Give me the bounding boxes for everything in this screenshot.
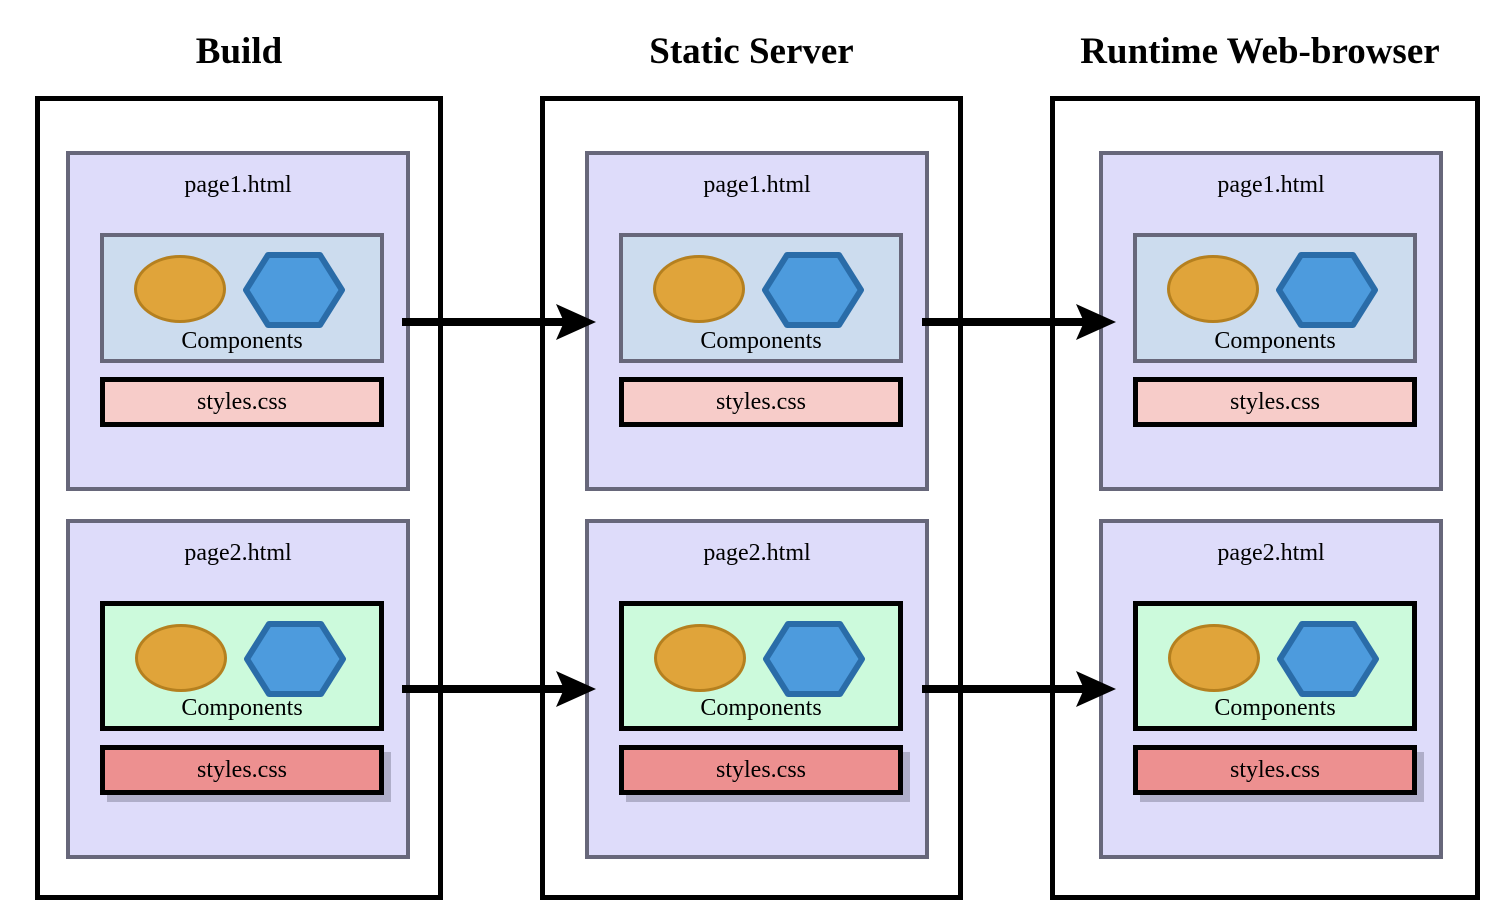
components-label-build-page1: Components	[181, 328, 303, 354]
stylesheet-label-static-server-page1: styles.css	[716, 389, 806, 415]
components-box-runtime-web-browser-page2[interactable]: Components	[1133, 601, 1417, 731]
component-hexagon-icon	[762, 252, 864, 328]
component-ellipse-icon	[135, 624, 227, 692]
component-hexagon-icon	[1276, 252, 1378, 328]
component-hexagon-icon	[763, 621, 865, 697]
flow-arrow-build-to-server-page2	[402, 671, 596, 707]
page-label-build-page1: page1.html	[184, 172, 292, 198]
stylesheet-label-static-server-page2: styles.css	[716, 757, 806, 783]
page-box-static-server-page1[interactable]: page1.html Components styles.css	[585, 151, 929, 491]
components-label-build-page2: Components	[181, 695, 303, 721]
component-ellipse-icon	[1167, 255, 1259, 323]
stylesheet-box-static-server-page1[interactable]: styles.css	[619, 377, 903, 427]
stylesheet-box-static-server-page2[interactable]: styles.css	[619, 745, 903, 795]
components-box-static-server-page2[interactable]: Components	[619, 601, 903, 731]
stage-container-runtime-web-browser: page1.html Components styles.css page2.h…	[1050, 96, 1480, 900]
component-hexagon-icon	[1277, 621, 1379, 697]
page-label-static-server-page2: page2.html	[703, 540, 811, 566]
components-box-build-page2[interactable]: Components	[100, 601, 384, 731]
components-label-static-server-page1: Components	[700, 328, 822, 354]
flow-arrow-server-to-browser-page2	[922, 671, 1116, 707]
page-box-build-page2[interactable]: page2.html Components styles.css	[66, 519, 410, 859]
page-box-build-page1[interactable]: page1.html Components styles.css	[66, 151, 410, 491]
stylesheet-label-runtime-web-browser-page1: styles.css	[1230, 389, 1320, 415]
stylesheet-box-build-page2[interactable]: styles.css	[100, 745, 384, 795]
stylesheet-label-runtime-web-browser-page2: styles.css	[1230, 757, 1320, 783]
component-ellipse-icon	[1168, 624, 1260, 692]
component-hexagon-icon	[243, 252, 345, 328]
page-label-build-page2: page2.html	[184, 540, 292, 566]
stylesheet-box-runtime-web-browser-page1[interactable]: styles.css	[1133, 377, 1417, 427]
flow-arrow-server-to-browser-page1	[922, 304, 1116, 340]
components-box-static-server-page1[interactable]: Components	[619, 233, 903, 363]
stage-container-static-server: page1.html Components styles.css page2.h…	[540, 96, 963, 900]
stylesheet-box-runtime-web-browser-page2[interactable]: styles.css	[1133, 745, 1417, 795]
components-label-static-server-page2: Components	[700, 695, 822, 721]
page-box-runtime-web-browser-page1[interactable]: page1.html Components styles.css	[1099, 151, 1443, 491]
page-box-runtime-web-browser-page2[interactable]: page2.html Components styles.css	[1099, 519, 1443, 859]
stylesheet-label-build-page2: styles.css	[197, 757, 287, 783]
stylesheet-box-build-page1[interactable]: styles.css	[100, 377, 384, 427]
component-hexagon-icon	[244, 621, 346, 697]
components-box-runtime-web-browser-page1[interactable]: Components	[1133, 233, 1417, 363]
stage-title-runtime-web-browser: Runtime Web-browser	[1080, 31, 1440, 72]
page-label-runtime-web-browser-page2: page2.html	[1217, 540, 1325, 566]
component-ellipse-icon	[654, 624, 746, 692]
component-ellipse-icon	[653, 255, 745, 323]
flow-arrow-build-to-server-page1	[402, 304, 596, 340]
components-box-build-page1[interactable]: Components	[100, 233, 384, 363]
page-label-runtime-web-browser-page1: page1.html	[1217, 172, 1325, 198]
stage-container-build: page1.html Components styles.css page2.h…	[35, 96, 443, 900]
stylesheet-label-build-page1: styles.css	[197, 389, 287, 415]
stage-title-static-server: Static Server	[649, 31, 854, 72]
component-ellipse-icon	[134, 255, 226, 323]
page-box-static-server-page2[interactable]: page2.html Components styles.css	[585, 519, 929, 859]
stage-title-build: Build	[195, 31, 283, 72]
components-label-runtime-web-browser-page1: Components	[1214, 328, 1336, 354]
page-label-static-server-page1: page1.html	[703, 172, 811, 198]
components-label-runtime-web-browser-page2: Components	[1214, 695, 1336, 721]
